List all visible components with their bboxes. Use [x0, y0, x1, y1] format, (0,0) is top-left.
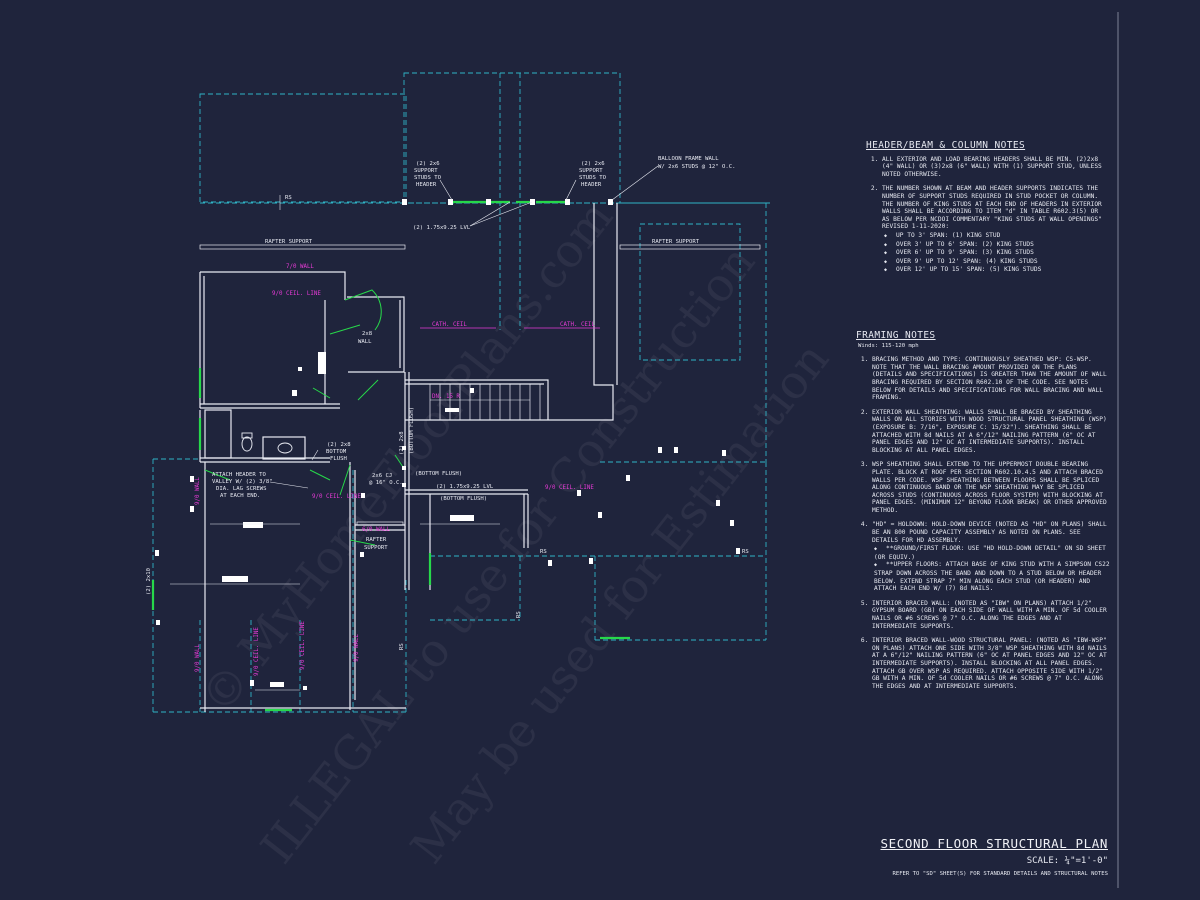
framing-notes-list: BRACING METHOD AND TYPE: CONTINUOUSLY SH…: [856, 356, 1110, 690]
label-rs-right: RS: [742, 549, 749, 555]
label-bottom: BOTTOM: [326, 449, 347, 455]
header-marks: [151, 200, 630, 712]
label-ceil-90-a: 9/0 CEIL. LINE: [312, 494, 361, 500]
support-posts: [155, 199, 740, 690]
label-support-left-3: STUDS TO: [414, 175, 442, 181]
framing-notes: FRAMING NOTES Winds: 115-120 mph BRACING…: [856, 330, 1110, 697]
framing-note-4: "HD" = HOLDOWN: HOLD-DOWN DEVICE (NOTED …: [872, 521, 1110, 592]
label-90-wall-a: 9/0 WALL: [195, 477, 201, 505]
label-joist-2: @ 16" O.C.: [369, 480, 403, 486]
label-bottom-flush-vert: (BOTTOM FLUSH): [409, 407, 415, 454]
label-cath-ceil-right: CATH. CEIL: [560, 322, 595, 328]
framing-note-3: WSP SHEATHING SHALL EXTEND TO THE UPPERM…: [872, 461, 1110, 514]
label-support-right-1: (2) 2x6: [581, 161, 605, 167]
plumbing-fixtures: [241, 432, 293, 454]
king-stud-item: OVER 9' UP TO 12' SPAN: (4) KING STUDS: [884, 258, 1106, 267]
plan-title: SECOND FLOOR STRUCTURAL PLAN: [880, 836, 1108, 851]
hd-floor-list: **GROUND/FIRST FLOOR: USE "HD HOLD-DOWN …: [872, 545, 1110, 593]
label-2x8-wall-a: 2x8: [362, 331, 373, 337]
label-support-right-4: HEADER: [581, 182, 602, 188]
framing-note-4-text: "HD" = HOLDOWN: HOLD-DOWN DEVICE (NOTED …: [872, 521, 1107, 544]
label-dn-stair: DN. 15 R: [432, 394, 460, 400]
framing-note-5: INTERIOR BRACED WALL: (NOTED AS "IBW" ON…: [872, 600, 1110, 630]
label-rs-left-vert: RS: [399, 643, 405, 650]
label-2x8-vert: (2) 2x8: [399, 431, 405, 455]
label-support-right-2: SUPPORT: [579, 168, 603, 174]
label-rs-top: RS: [285, 195, 292, 201]
label-two-2x8: (2) 2x8: [327, 442, 351, 448]
header-notes-list: ALL EXTERIOR AND LOAD BEARING HEADERS SH…: [866, 156, 1106, 275]
framing-note-6: INTERIOR BRACED WALL-WOOD STRUCTURAL PAN…: [872, 637, 1110, 690]
label-ceil-90-c: 9/0 CEIL. LINE: [254, 627, 260, 676]
stair-treads: [429, 384, 541, 420]
label-ceil-90-d: 9/0 CEIL. LINE: [300, 621, 306, 670]
label-support-right-3: STUDS TO: [579, 175, 607, 181]
label-rafter-support-left: RAFTER SUPPORT: [265, 239, 313, 245]
label-support-left-4: HEADER: [416, 182, 437, 188]
label-rafter-support-right: RAFTER SUPPORT: [652, 239, 700, 245]
label-support-left-1: (2) 2x6: [416, 161, 440, 167]
header-note-1: ALL EXTERIOR AND LOAD BEARING HEADERS SH…: [882, 156, 1106, 179]
label-ceil-90-b: 9/0 CEIL. LINE: [545, 485, 594, 491]
callout-leaders: [269, 165, 659, 489]
label-attach-4: AT EACH END.: [220, 493, 260, 499]
label-header-2x10: (2) 2x10: [146, 568, 152, 595]
label-rs-mid-vert: RS: [516, 611, 522, 618]
header-notes-heading: HEADER/BEAM & COLUMN NOTES: [866, 140, 1026, 151]
label-60-wall: 6/0 WALL: [362, 527, 390, 533]
label-ceil-line-top: 9/0 CEIL. LINE: [272, 291, 321, 297]
label-flush: FLUSH: [330, 456, 347, 462]
framing-notes-winds: Winds: 115-120 mph: [858, 342, 919, 349]
label-bottom-flush-3: (BOTTOM FLUSH): [440, 496, 487, 502]
king-stud-item: OVER 3' UP TO 6' SPAN: (2) KING STUDS: [884, 241, 1106, 250]
label-balloon-frame-1: BALLOON FRAME WALL: [658, 156, 719, 162]
label-rafter-support-mid-2: SUPPORT: [364, 545, 388, 551]
label-joist-1: 2x6 CJ: [372, 473, 392, 479]
label-lvl-mid: (2) 1.75x9.25 LVL: [436, 484, 494, 490]
label-2x8-wall-b: WALL: [358, 339, 372, 345]
framing-note-2: EXTERIOR WALL SHEATHING: WALLS SHALL BE …: [872, 409, 1110, 455]
label-cath-ceil-left: CATH. CEIL: [432, 322, 467, 328]
header-beam-notes: HEADER/BEAM & COLUMN NOTES ALL EXTERIOR …: [866, 140, 1106, 282]
label-bottom-flush-2: (BOTTOM FLUSH): [415, 471, 462, 477]
label-rs-mid: RS: [540, 549, 547, 555]
label-710-wall: 7/0 WALL: [286, 264, 314, 270]
plan-scale: SCALE: ¼"=1'-0": [1026, 856, 1108, 866]
door-swings: [204, 289, 406, 546]
joist-span-arrows: [170, 195, 530, 691]
plan-refer-note: REFER TO "SD" SHEET(S) FOR STANDARD DETA…: [892, 871, 1108, 877]
title-block: SECOND FLOOR STRUCTURAL PLAN SCALE: ¼"=1…: [880, 836, 1108, 877]
header-note-2-text: THE NUMBER SHOWN AT BEAM AND HEADER SUPP…: [882, 185, 1102, 231]
rafter-support-bands: [199, 244, 761, 526]
king-stud-item: OVER 12' UP TO 15' SPAN: (5) KING STUDS: [884, 266, 1106, 275]
label-90-wall-c: 9/0 WALL: [354, 634, 360, 662]
label-support-left-2: SUPPORT: [414, 168, 438, 174]
king-stud-item: UP TO 3' SPAN: (1) KING STUD: [884, 232, 1106, 241]
label-balloon-frame-2: W/ 2x6 STUDS @ 12" O.C.: [658, 164, 735, 170]
walls: [199, 203, 618, 712]
framing-notes-heading: FRAMING NOTES: [856, 330, 936, 341]
label-90-wall-b: 9/0 WALL: [195, 644, 201, 672]
header-note-2: THE NUMBER SHOWN AT BEAM AND HEADER SUPP…: [882, 185, 1106, 275]
label-attach-2: VALLEY W/ (2) 3/8": [212, 479, 273, 485]
label-lvl-top: (2) 1.75x9.25 LVL: [413, 225, 471, 231]
hd-floor-item: **GROUND/FIRST FLOOR: USE "HD HOLD-DOWN …: [874, 545, 1110, 561]
king-stud-item: OVER 6' UP TO 9' SPAN: (3) KING STUDS: [884, 249, 1106, 258]
label-attach-1: ATTACH HEADER TO: [212, 472, 267, 478]
hd-floor-item: **UPPER FLOORS: ATTACH BASE OF KING STUD…: [874, 561, 1110, 592]
label-attach-3: DIA. LAG SCREWS: [216, 486, 267, 492]
framing-note-1: BRACING METHOD AND TYPE: CONTINUOUSLY SH…: [872, 356, 1110, 402]
label-rafter-support-mid: RAFTER: [366, 537, 387, 543]
king-stud-list: UP TO 3' SPAN: (1) KING STUD OVER 3' UP …: [882, 232, 1106, 275]
